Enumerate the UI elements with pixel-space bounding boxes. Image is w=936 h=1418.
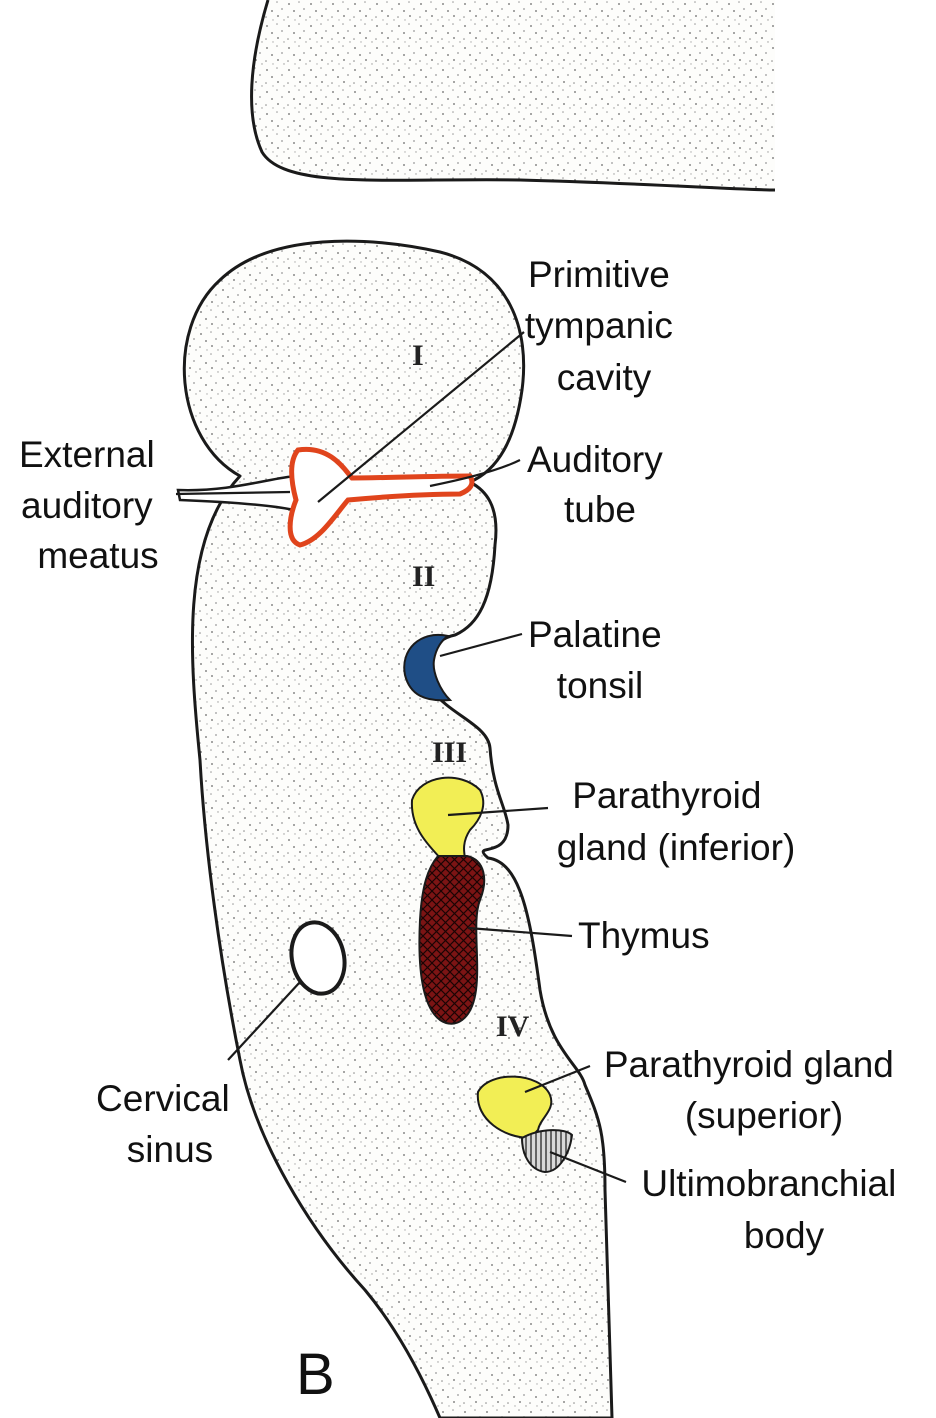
label-auditory-tube: Auditory tube [527,439,673,530]
arch-numeral-1: I [412,339,424,372]
panel-letter: B [296,1342,335,1407]
label-primitive-tympanic-cavity: Primitive tympanic cavity [525,254,683,398]
arch-numeral-4: IV [496,1010,530,1043]
label-parathyroid-inferior: Parathyroid gland (inferior) [557,775,796,868]
arch-numeral-2: II [412,560,435,593]
label-parathyroid-superior: Parathyroid gland (superior) [604,1044,904,1136]
label-external-auditory-meatus: External auditory meatus [19,434,165,576]
label-cervical-sinus: Cervical sinus [96,1078,240,1170]
label-thymus: Thymus [578,915,710,956]
pharyngeal-arches-body [184,241,612,1418]
label-ultimobranchial-body: Ultimobranchial body [641,1163,906,1256]
upper-structure [252,0,775,190]
leader-palatine-tonsil [440,634,522,656]
label-palatine-tonsil: Palatine tonsil [528,614,672,706]
arch-numeral-3: III [432,736,467,769]
thymus [419,856,484,1024]
